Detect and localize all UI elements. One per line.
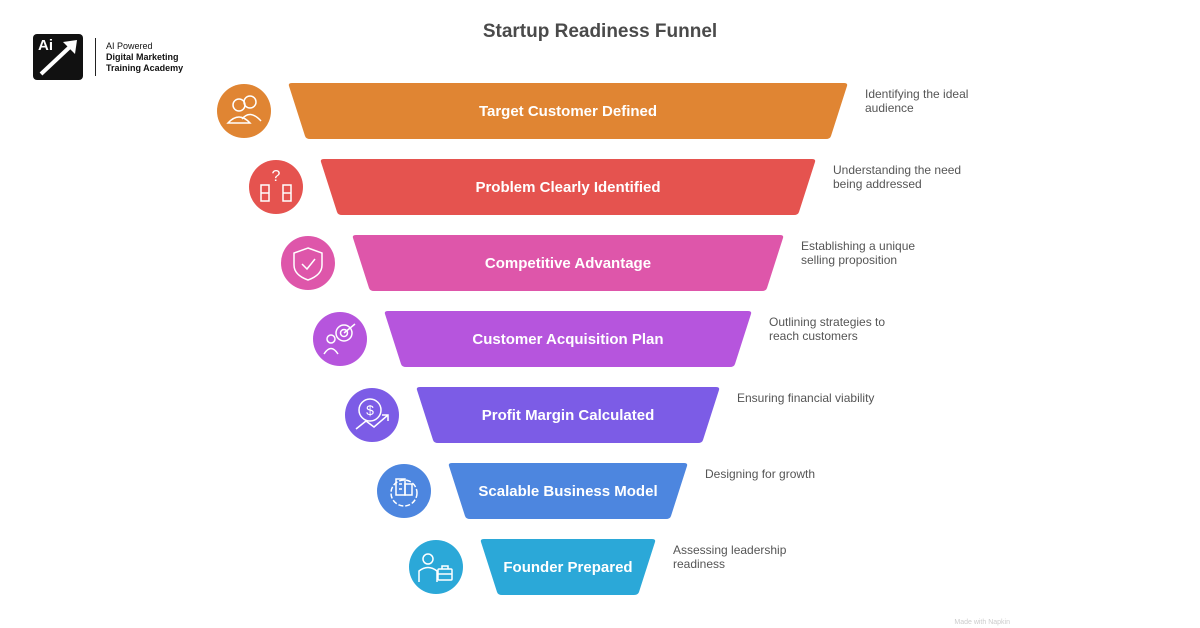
funnel-segment-label: Scalable Business Model <box>478 483 657 500</box>
shield-check-icon <box>293 247 323 281</box>
stage-icon-circle <box>313 312 367 366</box>
stage-description: Identifying the ideal audience <box>865 87 969 115</box>
logo-mark: Ai <box>33 34 83 80</box>
funnel-segment-label: Founder Prepared <box>503 559 632 576</box>
funnel-segment <box>288 83 848 139</box>
audience-icon <box>226 95 262 124</box>
person-briefcase-icon <box>418 553 453 582</box>
funnel-segment <box>416 387 720 443</box>
logo-mark-text: Ai <box>38 37 53 54</box>
stage-description: Outlining strategies to reach customers <box>769 315 886 343</box>
funnel-segment <box>384 311 752 367</box>
funnel-segment-label: Profit Margin Calculated <box>482 407 655 424</box>
funnel-segment <box>352 235 784 291</box>
question-blocks-icon: ? <box>260 168 292 202</box>
stage-description: Assessing leadership readiness <box>673 543 787 571</box>
stage-description: Designing for growth <box>705 467 816 481</box>
funnel-segment <box>448 463 688 519</box>
stage-description: Ensuring financial viability <box>737 391 875 405</box>
target-person-icon <box>323 323 356 355</box>
svg-text:$: $ <box>366 402 374 418</box>
funnel-segment-label: Target Customer Defined <box>479 103 657 120</box>
logo-text: AI Powered Digital Marketing Training Ac… <box>106 41 183 74</box>
funnel-segment <box>320 159 816 215</box>
logo-line-1: AI Powered <box>106 40 153 51</box>
stage-icon-circle <box>345 388 399 442</box>
dollar-growth-icon: $ <box>355 398 389 430</box>
funnel-segment <box>480 539 656 595</box>
stage-icon-circle <box>281 236 335 290</box>
svg-text:?: ? <box>272 168 281 185</box>
funnel-segment-label: Customer Acquisition Plan <box>472 331 663 348</box>
funnel-segment-label: Problem Clearly Identified <box>475 179 660 196</box>
stage-description: Understanding the need being addressed <box>833 163 962 191</box>
logo-line-3: Training Academy <box>106 62 184 73</box>
funnel-segment-label: Competitive Advantage <box>485 255 651 272</box>
stage-icon-circle <box>217 84 271 138</box>
footer-credit: Made with Napkin <box>954 619 1010 626</box>
stage-icon-circle <box>377 464 431 518</box>
gear-building-icon <box>390 478 418 507</box>
stage-icon-circle <box>409 540 463 594</box>
arrow-icon <box>39 40 77 76</box>
logo-divider <box>95 38 96 76</box>
brand-logo: Ai AI Powered Digital Marketing Training… <box>33 34 183 80</box>
stage-description: Establishing a unique selling propositio… <box>801 239 916 267</box>
page-title: Startup Readiness Funnel <box>482 21 718 42</box>
logo-line-2: Digital Marketing <box>106 51 179 62</box>
